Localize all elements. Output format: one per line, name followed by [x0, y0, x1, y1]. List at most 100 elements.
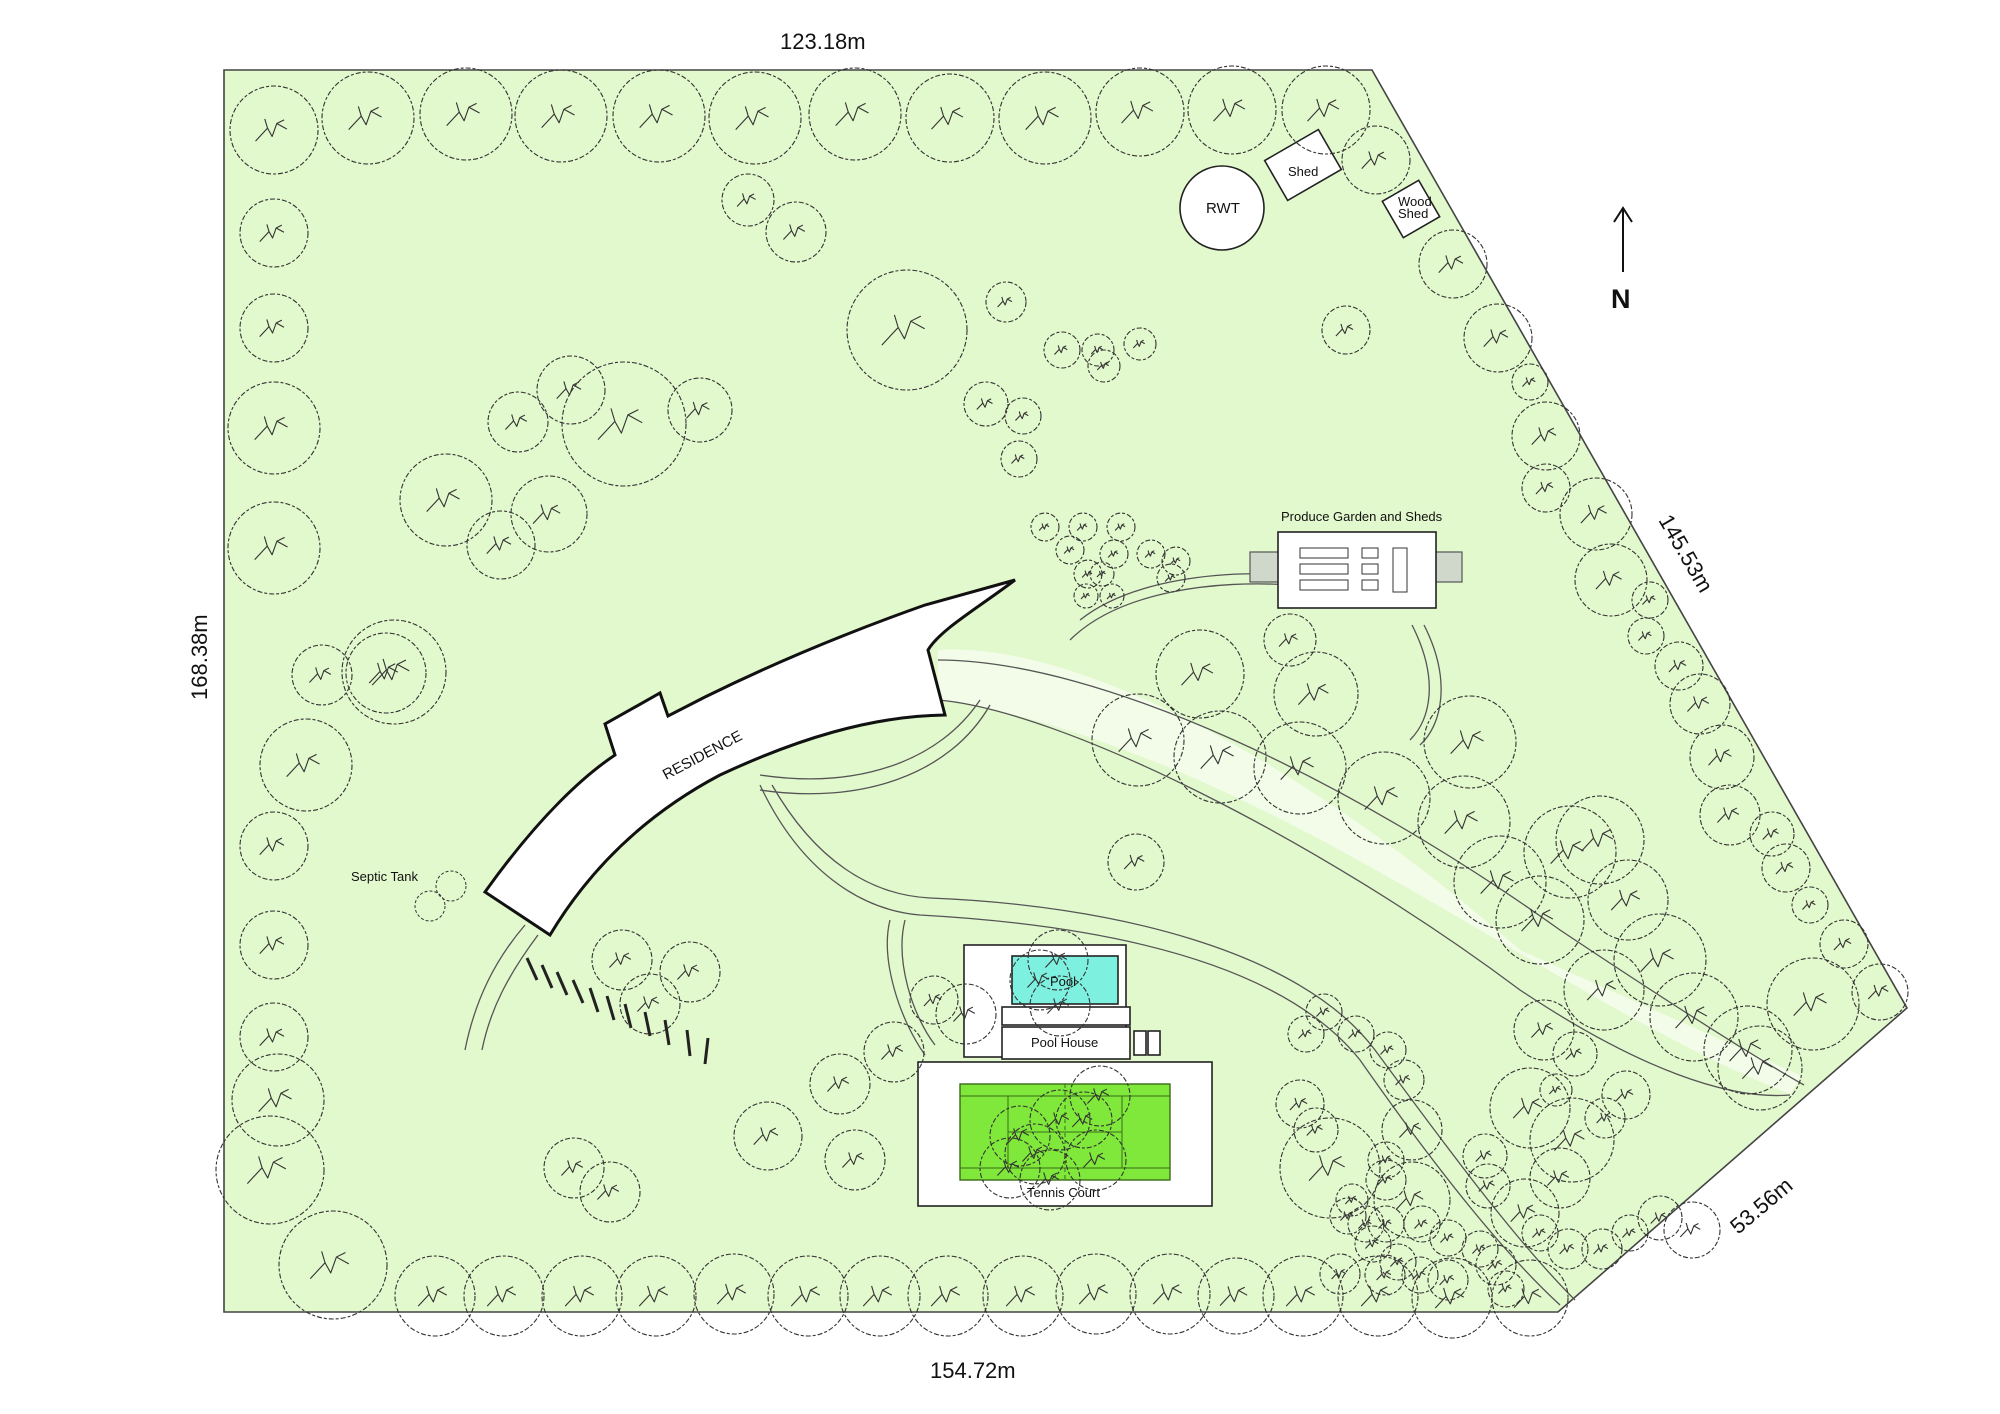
- tree-canopy-icon: [1123, 327, 1157, 361]
- tree-canopy-icon: [1161, 546, 1191, 576]
- tree-canopy-icon: [721, 173, 775, 227]
- dimension-south: 154.72m: [930, 1358, 1016, 1383]
- tree-canopy-icon: [514, 69, 608, 163]
- tree-canopy-icon: [1563, 949, 1645, 1031]
- north-arrow-icon: [1613, 206, 1633, 272]
- tree-canopy-icon: [1029, 975, 1091, 1037]
- tree-canopy-icon: [1337, 751, 1431, 845]
- tree-canopy-icon: [1273, 651, 1359, 737]
- tree-canopy-icon: [1073, 559, 1103, 589]
- driveway: [938, 649, 1802, 1094]
- tree-canopy-icon: [1197, 1257, 1275, 1335]
- tree-canopy-icon: [1703, 1005, 1793, 1095]
- wood-shed: [1381, 179, 1441, 239]
- tree-canopy-icon: [1699, 784, 1761, 846]
- pool-house: [1001, 1026, 1131, 1060]
- tree-canopy-icon: [1099, 583, 1125, 609]
- tree-canopy-icon: [1027, 929, 1089, 991]
- tree-canopy-icon: [1539, 1073, 1573, 1107]
- septic-tank: [435, 870, 467, 902]
- tree-canopy-icon: [215, 1115, 325, 1225]
- tree-canopy-icon: [541, 1255, 623, 1337]
- tree-canopy-icon: [591, 929, 653, 991]
- tree-canopy-icon: [1107, 833, 1165, 891]
- tree-canopy-icon: [1341, 125, 1411, 195]
- tree-canopy-icon: [809, 1053, 871, 1115]
- tree-canopy-icon: [1766, 957, 1860, 1051]
- shed-label: Shed: [1288, 164, 1318, 179]
- tennis-court-label: Tennis Court: [1027, 1185, 1100, 1200]
- tree-canopy-icon: [1081, 333, 1115, 367]
- tree-canopy-icon: [1263, 613, 1317, 667]
- tree-canopy-icon: [1055, 1091, 1113, 1149]
- tree-canopy-icon: [259, 718, 353, 812]
- tree-canopy-icon: [1637, 1195, 1683, 1241]
- tree-canopy-icon: [1521, 463, 1571, 513]
- tree-canopy-icon: [615, 1255, 697, 1337]
- tree-canopy-icon: [905, 73, 995, 163]
- tree-canopy-icon: [1555, 795, 1645, 885]
- tree-canopy-icon: [1417, 775, 1511, 869]
- wood-shed-label-2: Shed: [1398, 206, 1428, 221]
- tree-canopy-icon: [1275, 1079, 1325, 1129]
- tree-canopy-icon: [1749, 811, 1795, 857]
- tree-canopy-icon: [1173, 710, 1267, 804]
- tree-canopy-icon: [1427, 1259, 1469, 1301]
- tree-canopy-icon: [239, 910, 309, 980]
- tree-canopy-icon: [1381, 1099, 1443, 1161]
- pool-house-door-2: [1147, 1030, 1161, 1056]
- rwt-label: RWT: [1206, 200, 1240, 217]
- tree-canopy-icon: [1487, 1270, 1525, 1308]
- residence-outline: [482, 578, 1016, 938]
- tree-canopy-icon: [1627, 617, 1665, 655]
- tree-canopy-icon: [1465, 1163, 1511, 1209]
- tree-canopy-icon: [1819, 919, 1869, 969]
- tree-canopy-icon: [231, 1053, 325, 1147]
- tree-canopy-icon: [1649, 972, 1739, 1062]
- tree-canopy-icon: [846, 269, 968, 391]
- tree-canopy-icon: [1019, 1149, 1081, 1211]
- tree-canopy-icon: [1511, 401, 1581, 471]
- tree-canopy-icon: [1403, 1205, 1441, 1243]
- tree-canopy-icon: [1055, 535, 1085, 565]
- tree-canopy-icon: [239, 198, 309, 268]
- tree-canopy-icon: [1613, 913, 1707, 1007]
- tree-canopy-icon: [1136, 539, 1166, 569]
- tree-canopy-icon: [463, 1255, 545, 1337]
- pool-label: Pool: [1050, 974, 1076, 989]
- tree-canopy-icon: [1379, 1243, 1417, 1281]
- tree-canopy-icon: [619, 973, 681, 1035]
- tree-canopy-icon: [733, 1101, 803, 1171]
- tree-canopy-icon: [1475, 1244, 1517, 1286]
- tree-canopy-icon: [612, 69, 706, 163]
- tree-canopy-icon: [227, 381, 321, 475]
- tree-canopy-icon: [239, 811, 309, 881]
- tree-canopy-icon: [1106, 512, 1136, 542]
- tree-canopy-icon: [1462, 1133, 1508, 1179]
- tree-canopy-icon: [239, 293, 309, 363]
- tree-canopy-icon: [579, 1161, 641, 1223]
- tree-canopy-icon: [1091, 693, 1185, 787]
- tree-canopy-icon: [693, 1253, 775, 1335]
- tree-canopy-icon: [1287, 1015, 1325, 1053]
- tree-canopy-icon: [229, 85, 319, 175]
- tree-canopy-icon: [1319, 1253, 1361, 1295]
- tree-canopy-icon: [1411, 1257, 1493, 1339]
- tree-canopy-icon: [1367, 1141, 1405, 1179]
- tree-canopy-icon: [1383, 1059, 1425, 1101]
- tree-canopy-icon: [963, 381, 1009, 427]
- tree-canopy-icon: [227, 501, 321, 595]
- tree-canopy-icon: [394, 1255, 476, 1337]
- produce-garden-label: Produce Garden and Sheds: [1281, 509, 1443, 524]
- trees-layer: [215, 65, 1909, 1339]
- tree-canopy-icon: [1069, 1065, 1131, 1127]
- tree-canopy-icon: [1654, 641, 1704, 691]
- tree-canopy-icon: [1004, 1123, 1066, 1185]
- tree-canopy-icon: [1529, 1147, 1591, 1209]
- tree-canopy-icon: [1354, 1225, 1392, 1263]
- tree-canopy-icon: [1423, 695, 1517, 789]
- tree-canopy-icon: [1029, 1089, 1091, 1151]
- tree-canopy-icon: [487, 391, 549, 453]
- tree-canopy-icon: [1000, 440, 1038, 478]
- tree-canopy-icon: [278, 1210, 388, 1320]
